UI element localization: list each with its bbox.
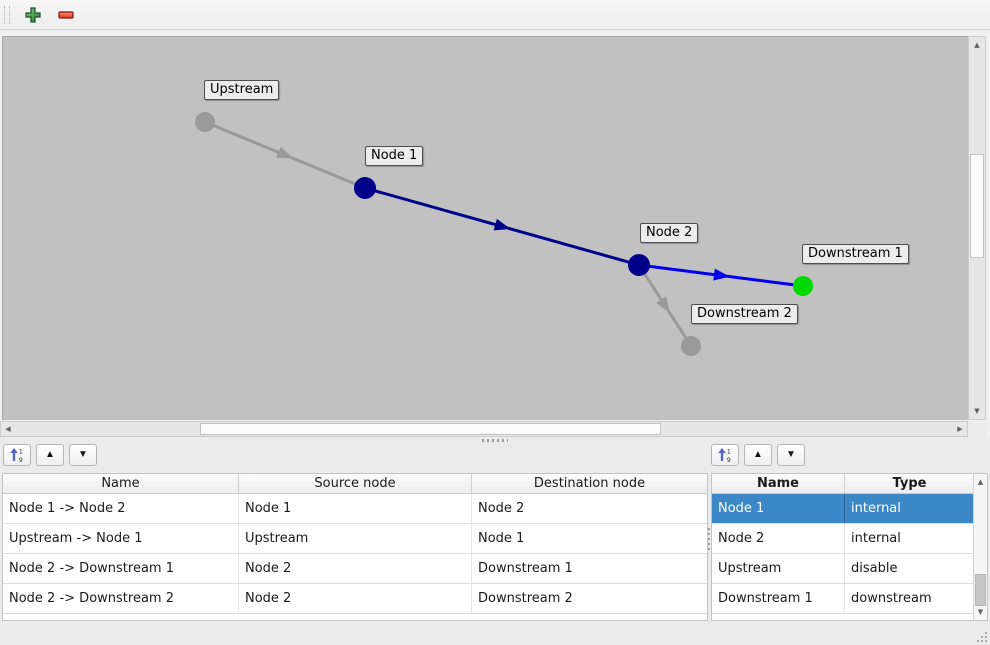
cell-source[interactable]: Node 1 (239, 494, 472, 523)
node-circle-downstream2[interactable] (681, 336, 701, 356)
cell-source[interactable]: Node 2 (239, 584, 472, 613)
edge-arrow-icon (656, 296, 670, 314)
remove-button[interactable] (53, 2, 79, 28)
column-header-name[interactable]: Name (712, 474, 845, 493)
table-row[interactable]: Node 2 -> Downstream 2 Node 2 Downstream… (3, 584, 707, 614)
table-row[interactable]: Upstream -> Node 1 Upstream Node 1 (3, 524, 707, 554)
node-circle-downstream1[interactable] (793, 276, 813, 296)
sort-ascending-icon: 1 9 (718, 448, 731, 463)
plus-icon (25, 6, 41, 23)
edge-table-toolbar: 1 9 ▲ ▼ (3, 444, 97, 466)
cell-type[interactable]: internal (851, 501, 901, 516)
scroll-up-icon[interactable]: ▲ (974, 40, 980, 49)
svg-text:1: 1 (727, 449, 731, 456)
table-row-selected[interactable]: Node 1 internal (712, 494, 987, 524)
scroll-down-icon[interactable]: ▼ (977, 607, 984, 616)
cell-type[interactable]: disable (851, 561, 898, 576)
window-resize-grip[interactable] (975, 630, 987, 642)
canvas-vertical-scrollbar[interactable]: ▲ ▼ (968, 36, 986, 420)
edge-table: Name Source node Destination node Node 1… (2, 473, 708, 621)
cell-destination[interactable]: Downstream 1 (478, 561, 573, 576)
cell-type[interactable]: downstream (851, 591, 932, 606)
edge-arrow-icon (713, 268, 730, 281)
cell-name[interactable]: Node 1 -> Node 2 (3, 494, 239, 523)
node-table: Name Type Node 1 internal Node 2 interna… (711, 473, 988, 621)
graph-svg (195, 112, 813, 356)
splitter-grip-dots (482, 438, 508, 442)
node-table-header: Name Type (712, 474, 987, 494)
edge-move-down-button[interactable]: ▼ (69, 444, 97, 466)
column-header-name[interactable]: Name (3, 474, 239, 493)
node-label-node2[interactable]: Node 2 (640, 223, 699, 243)
table-row[interactable]: Upstream disable (712, 554, 987, 584)
scroll-left-icon[interactable]: ◀ (5, 424, 11, 433)
edge-arrow-icon (276, 146, 294, 159)
node-move-down-button[interactable]: ▼ (777, 444, 805, 466)
node-table-scrollbar[interactable]: ▲ ▼ (973, 474, 987, 620)
node-table-toolbar: 1 9 ▲ ▼ (711, 444, 805, 466)
move-down-icon: ▼ (78, 449, 88, 460)
move-up-icon: ▲ (753, 449, 763, 460)
scroll-right-icon[interactable]: ▶ (957, 424, 963, 433)
column-header-source-node[interactable]: Source node (239, 474, 472, 493)
cell-type[interactable]: internal (851, 531, 901, 546)
scroll-up-icon[interactable]: ▲ (977, 477, 984, 486)
minus-icon (58, 10, 74, 19)
svg-text:9: 9 (727, 457, 731, 463)
edge-arrow-icon (493, 218, 511, 231)
toolbar-drag-handle[interactable] (4, 5, 10, 24)
table-row[interactable]: Node 2 internal (712, 524, 987, 554)
node-circle-node2[interactable] (628, 254, 650, 276)
vertical-splitter[interactable] (707, 528, 710, 550)
cell-destination[interactable]: Node 1 (478, 531, 525, 546)
node-label-node1[interactable]: Node 1 (365, 146, 424, 166)
cell-name[interactable]: Node 2 (712, 524, 845, 553)
bottom-panel: 1 9 ▲ ▼ 1 9 ▲ ▼ Name (0, 443, 990, 645)
node-label-upstream[interactable]: Upstream (204, 80, 280, 100)
column-header-destination-node[interactable]: Destination node (533, 476, 646, 491)
table-row[interactable]: Node 1 -> Node 2 Node 1 Node 2 (3, 494, 707, 524)
cell-name[interactable]: Node 2 -> Downstream 1 (3, 554, 239, 583)
scroll-down-icon[interactable]: ▼ (974, 406, 980, 415)
cell-name[interactable]: Upstream -> Node 1 (3, 524, 239, 553)
cell-name[interactable]: Node 2 -> Downstream 2 (3, 584, 239, 613)
move-down-icon: ▼ (786, 449, 796, 460)
node-circle-node1[interactable] (354, 177, 376, 199)
move-up-icon: ▲ (45, 449, 55, 460)
cell-destination[interactable]: Node 2 (478, 501, 525, 516)
cell-name[interactable]: Downstream 1 (712, 584, 845, 613)
vertical-scrollbar-thumb[interactable] (970, 154, 984, 258)
edge-move-up-button[interactable]: ▲ (36, 444, 64, 466)
column-header-type[interactable]: Type (892, 476, 927, 491)
sort-ascending-icon: 1 9 (10, 448, 23, 463)
horizontal-splitter[interactable] (0, 437, 990, 443)
cell-name[interactable]: Node 1 (712, 494, 845, 523)
main-toolbar (0, 0, 990, 30)
scrollbar-corner (968, 421, 986, 437)
table-row[interactable]: Downstream 1 downstream (712, 584, 987, 614)
add-button[interactable] (20, 2, 46, 28)
edge-table-header: Name Source node Destination node (3, 474, 707, 494)
node-sort-button[interactable]: 1 9 (711, 444, 739, 466)
cell-source[interactable]: Node 2 (239, 554, 472, 583)
node-circle-upstream[interactable] (195, 112, 215, 132)
cell-source[interactable]: Upstream (239, 524, 472, 553)
node-label-downstream1[interactable]: Downstream 1 (802, 244, 909, 264)
node-move-up-button[interactable]: ▲ (744, 444, 772, 466)
cell-destination[interactable]: Downstream 2 (478, 591, 573, 606)
node-label-downstream2[interactable]: Downstream 2 (691, 304, 798, 324)
svg-text:1: 1 (19, 449, 23, 456)
node-table-scrollbar-thumb[interactable] (975, 574, 986, 606)
svg-text:9: 9 (19, 457, 23, 463)
edge-sort-button[interactable]: 1 9 (3, 444, 31, 466)
table-row[interactable]: Node 2 -> Downstream 1 Node 2 Downstream… (3, 554, 707, 584)
canvas-horizontal-scrollbar[interactable]: ◀ ▶ (0, 421, 968, 437)
cell-name[interactable]: Upstream (712, 554, 845, 583)
horizontal-scrollbar-thumb[interactable] (200, 423, 661, 435)
